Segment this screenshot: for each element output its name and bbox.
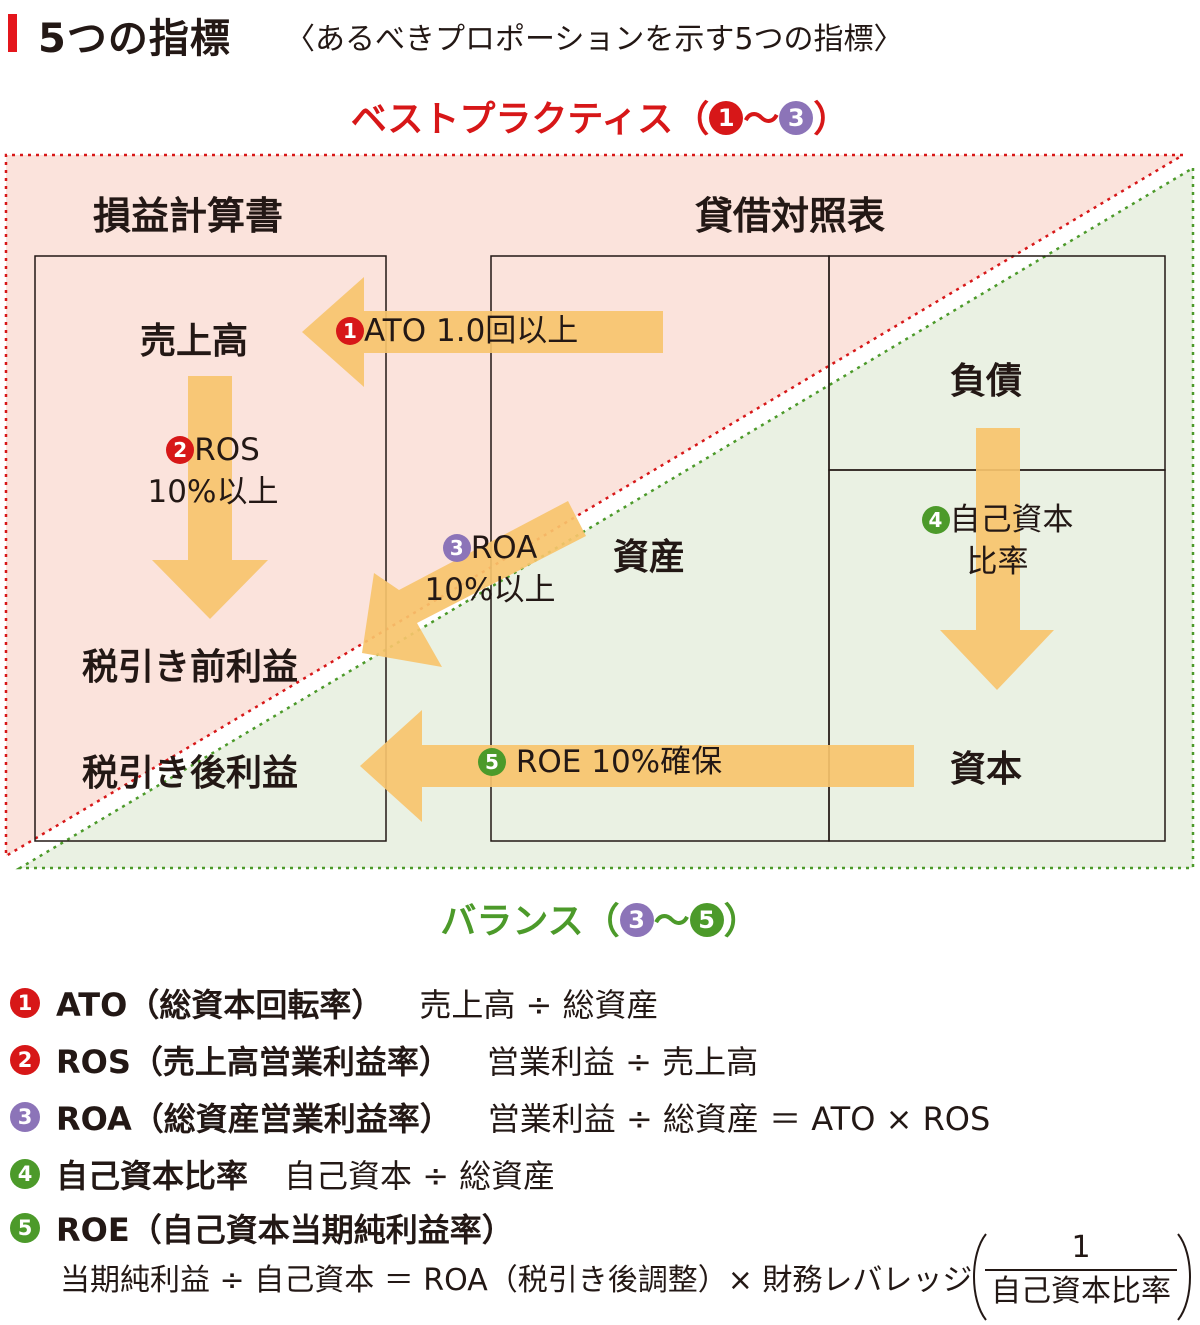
legend-badge-2: 2 xyxy=(10,1045,40,1075)
legend-name-1: ATO（総資本回転率） xyxy=(56,986,384,1024)
legend-name-4: 自己資本比率 xyxy=(56,1157,249,1195)
page-title: 5つの指標 xyxy=(38,16,231,62)
roe-formula: 当期純利益 ÷ 自己資本 ＝ ROA（税引き後調整）× 財務レバレッジ xyxy=(60,1263,973,1298)
balance-close: ） xyxy=(723,901,760,942)
equity-ratio-text-2: 比率 xyxy=(966,543,1029,580)
income-statement-heading: 損益計算書 xyxy=(93,194,284,238)
equity-ratio-badge: 4 xyxy=(921,505,950,534)
legend-item-ros: 2 ROS（売上高営業利益率） 営業利益 ÷ 売上高 xyxy=(10,1037,758,1083)
roa-arrow xyxy=(362,501,586,667)
page-subtitle: 〈あるべきプロポーションを示す5つの指標〉 xyxy=(285,22,904,57)
roe-text: ROE 10%確保 xyxy=(515,744,723,780)
legend-badge-4: 4 xyxy=(10,1159,40,1189)
legend-name-2: ROS（売上高営業利益率） xyxy=(56,1043,451,1081)
legend-badge-1: 1 xyxy=(10,988,40,1018)
ato-arrow xyxy=(302,277,663,387)
fraction-numerator: 1 xyxy=(1071,1230,1091,1265)
equity-node: 資本 xyxy=(950,749,1023,790)
legend-formula-2: 営業利益 ÷ 売上高 xyxy=(486,1043,759,1081)
roa-badge: 3 xyxy=(442,533,471,562)
balance-to-badge: 5 xyxy=(689,903,724,937)
best-practice-border xyxy=(4,153,1184,859)
ros-threshold: 10%以上 xyxy=(147,473,279,510)
legend-name-3: ROA（総資産営業利益率） xyxy=(56,1100,452,1138)
sales-node: 売上高 xyxy=(140,321,249,362)
legend-item-ato: 1 ATO（総資本回転率） 売上高 ÷ 総資産 xyxy=(10,980,659,1026)
ros-badge: 2 xyxy=(166,435,195,464)
ato-text: ATO 1.0回以上 xyxy=(364,313,579,349)
title-accent-bar xyxy=(8,14,17,52)
legend-formula-1: 売上高 ÷ 総資産 xyxy=(419,986,659,1024)
balance-tilde: 〜 xyxy=(653,901,690,942)
equity-ratio-text: 自己資本 xyxy=(949,502,1074,538)
balance-label-text: バランス（ xyxy=(440,901,620,942)
legend-item-equity-ratio: 4 自己資本比率自己資本 ÷ 総資産 xyxy=(10,1151,555,1197)
liabilities-node: 負債 xyxy=(950,361,1023,402)
best-practice-close: ） xyxy=(813,99,850,140)
best-practice-label: ベストプラクティス（1〜3） xyxy=(0,90,1200,142)
fraction-right-paren xyxy=(1177,1233,1191,1321)
income-statement-box xyxy=(34,255,387,842)
best-practice-label-text: ベストプラクティス（ xyxy=(350,99,710,140)
balance-label: バランス（3〜5） xyxy=(0,892,1200,944)
fraction-bar xyxy=(985,1269,1177,1271)
legend-formula-3: 営業利益 ÷ 総資産 ＝ ATO × ROS xyxy=(487,1100,991,1138)
pretax-profit-node: 税引き前利益 xyxy=(82,647,299,688)
best-practice-from-badge: 1 xyxy=(709,101,744,135)
roe-label: 5 ROE 10%確保 xyxy=(478,742,722,784)
leverage-fraction: 1 自己資本比率 xyxy=(985,1230,1177,1310)
legend-badge-3: 3 xyxy=(10,1102,40,1132)
legend-item-roa: 3 ROA（総資産営業利益率） 営業利益 ÷ 総資産 ＝ ATO × ROS xyxy=(10,1094,990,1140)
roe-arrow xyxy=(360,710,914,822)
ros-text: ROS xyxy=(194,432,260,468)
legend-name-5: ROE（自己資本当期純利益率） xyxy=(56,1211,514,1249)
assets-node: 資産 xyxy=(613,537,686,578)
balance-from-badge: 3 xyxy=(619,903,654,937)
fraction-left-paren xyxy=(973,1233,987,1321)
roa-threshold: 10%以上 xyxy=(424,571,556,608)
legend-badge-5: 5 xyxy=(10,1213,40,1243)
best-practice-tilde: 〜 xyxy=(743,99,780,140)
legend-item-roe: 5 ROE（自己資本当期純利益率） xyxy=(10,1205,514,1251)
best-practice-to-badge: 3 xyxy=(779,101,814,135)
legend-formula-4: 自己資本 ÷ 総資産 xyxy=(284,1157,556,1195)
ros-arrow xyxy=(152,376,268,619)
fraction-denominator: 自己資本比率 xyxy=(991,1274,1171,1309)
net-profit-node: 税引き後利益 xyxy=(82,753,299,794)
roa-text: ROA xyxy=(470,530,538,566)
equity-ratio-arrow xyxy=(940,428,1054,690)
ato-badge: 1 xyxy=(336,316,364,345)
roe-badge: 5 xyxy=(478,747,506,776)
balance-sheet-heading: 貸借対照表 xyxy=(695,194,886,238)
